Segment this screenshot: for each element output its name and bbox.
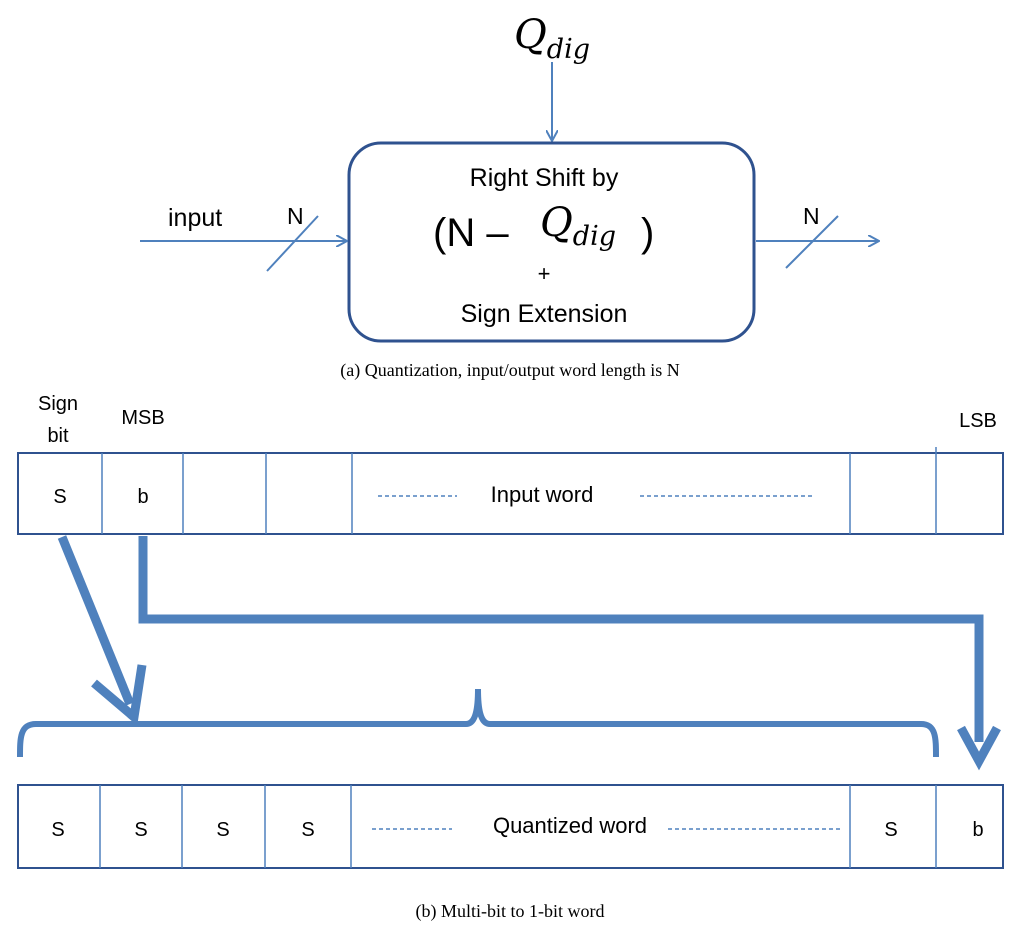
caption-a: (a) Quantization, input/output word leng…	[340, 360, 679, 381]
output-width-label: N	[803, 203, 820, 229]
output-bus-slash	[785, 215, 839, 269]
sign-bit-label-line1: Sign	[38, 393, 78, 415]
input-cell-msb: b	[137, 486, 148, 508]
input-label: input	[168, 204, 222, 232]
lsb-label: LSB	[959, 410, 997, 432]
input-width-label: N	[287, 203, 304, 229]
right-shift-block	[347, 141, 756, 343]
block-line-2-math: Qdig	[540, 200, 616, 252]
quantized-cell-2: S	[134, 819, 147, 841]
msb-label: MSB	[121, 407, 164, 429]
block-line-3: +	[538, 261, 551, 286]
quantized-word-register	[17, 784, 1004, 869]
input-bus-slash	[266, 215, 319, 272]
sign-bit-label-line2: bit	[47, 425, 69, 447]
quantized-cell-5: S	[884, 819, 897, 841]
sign-extension-brace	[17, 688, 939, 758]
input-word-label: Input word	[491, 482, 594, 507]
msb-shift-arrow	[138, 536, 1001, 771]
block-line-2-suffix: )	[641, 211, 654, 255]
quantized-word-label: Quantized word	[493, 813, 647, 838]
caption-b: (b) Multi-bit to 1-bit word	[416, 901, 605, 922]
quantized-cell-3: S	[216, 819, 229, 841]
quantized-cell-4: S	[301, 819, 314, 841]
block-line-2-prefix: (N –	[433, 211, 509, 255]
input-word-register	[17, 447, 1004, 535]
quantized-cell-1: S	[51, 819, 64, 841]
block-line-4: Sign Extension	[461, 300, 628, 328]
quantized-cell-lsb: b	[972, 819, 983, 841]
sign-extension-arrow	[57, 535, 147, 726]
block-line-1: Right Shift by	[470, 164, 619, 192]
input-cell-sign: S	[53, 486, 66, 508]
qdig-top-label: Qdig	[514, 12, 590, 65]
